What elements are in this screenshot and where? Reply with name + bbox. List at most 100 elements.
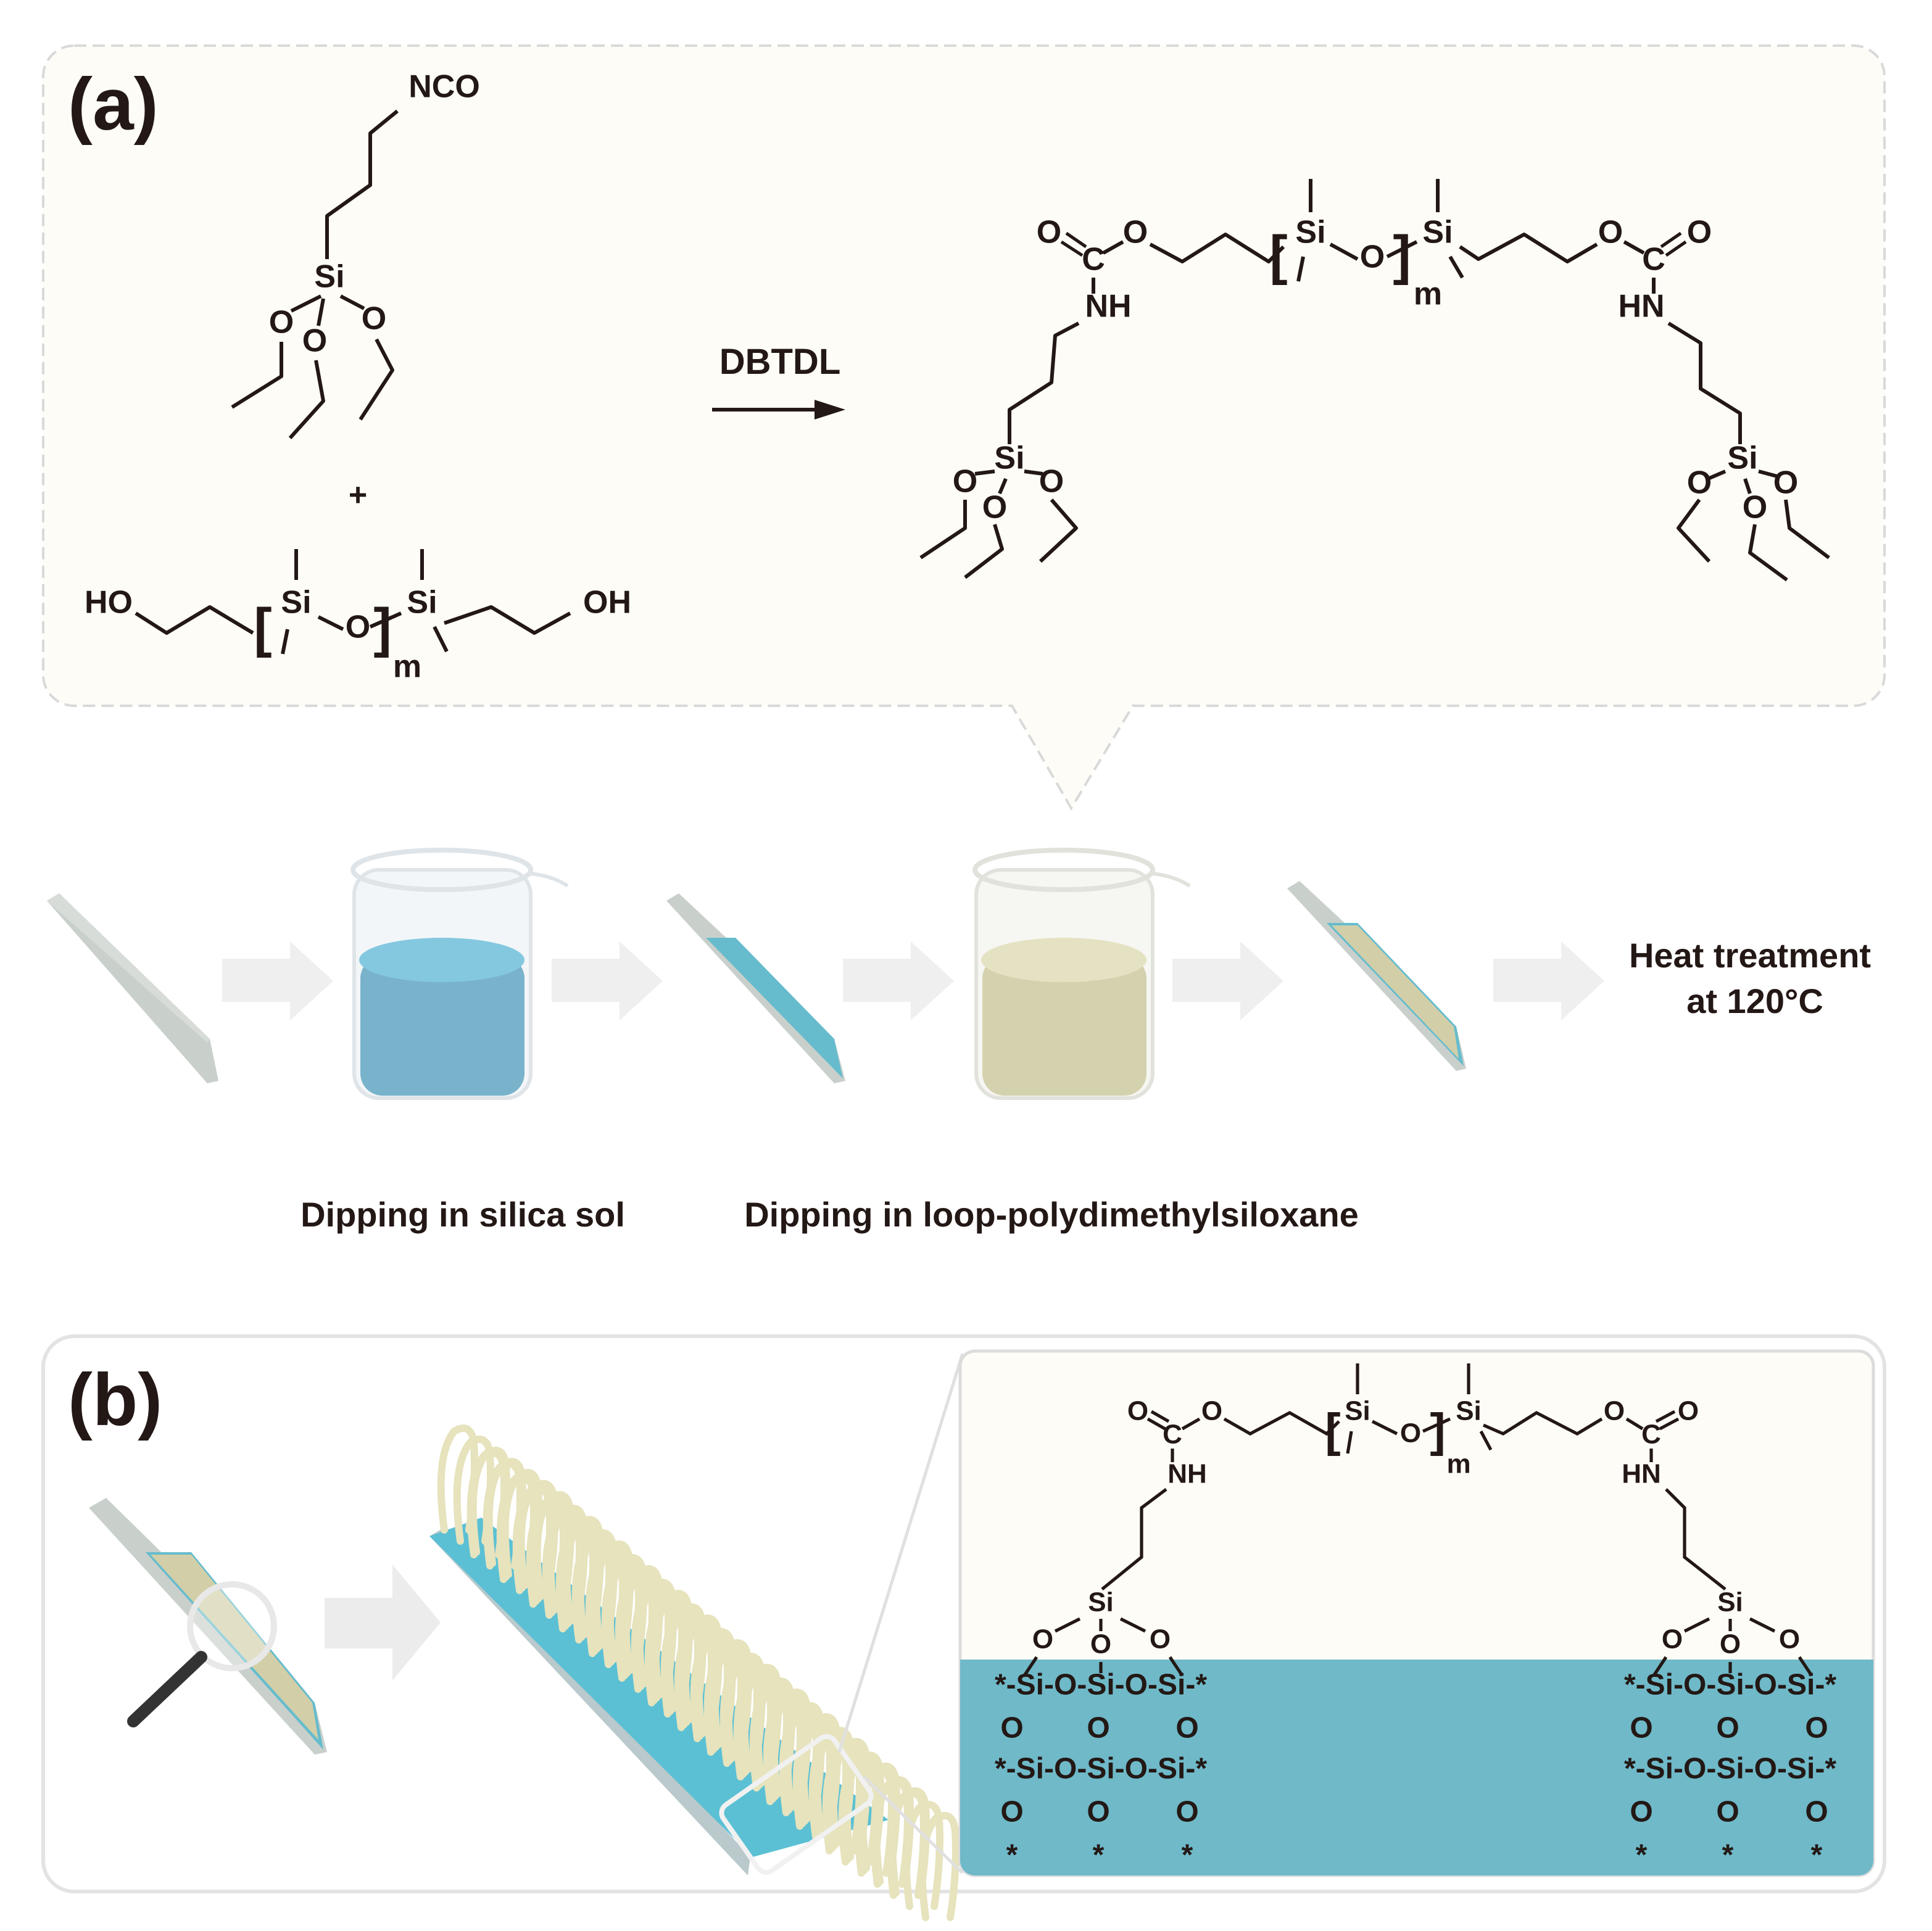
bond	[1054, 1617, 1081, 1633]
atom-label-o: O	[1150, 1624, 1171, 1655]
inset-molecule-bonds	[1101, 1363, 1727, 1591]
atom-label-o: O	[1662, 1624, 1683, 1655]
atom-label-o: O	[953, 464, 977, 500]
bond	[1749, 1617, 1776, 1633]
atom-label-o: O	[346, 610, 370, 645]
atom-label-o: O	[1805, 1712, 1828, 1745]
isocyanate-silane-structure	[231, 109, 399, 440]
atom-label-o: O	[1175, 1796, 1198, 1829]
magnifier-handle	[127, 1651, 207, 1727]
atom-label-m: m	[393, 649, 421, 685]
atom-label-o: O	[1630, 1796, 1652, 1829]
process-arrow	[843, 941, 954, 1020]
atom-label-o: O	[1773, 465, 1798, 501]
hydroxy-pdms-structure	[135, 549, 571, 655]
atom-label-o: O	[1687, 465, 1712, 501]
pdms-loop	[902, 1801, 943, 1910]
atom-label-o: O	[1720, 1629, 1741, 1660]
panel-a-label: (a)	[68, 63, 159, 146]
atom-label-star: *	[1093, 1839, 1105, 1872]
bond	[1022, 1656, 1039, 1677]
heat-temperature-label: at 120°C	[1686, 982, 1823, 1020]
atom-label-o: O	[1037, 215, 1061, 250]
atom-label-si: Si	[281, 585, 311, 621]
loop-brush-surface	[429, 1424, 960, 1921]
pdms-coated-slide	[1287, 881, 1466, 1071]
plus-sign: +	[349, 478, 367, 513]
beaker-pdms	[972, 848, 1191, 1100]
atom-label-c: C	[1641, 1420, 1661, 1450]
atom-label-o: O	[1087, 1796, 1109, 1829]
atom-label-o: O	[1201, 1396, 1222, 1426]
atom-label-o: O	[1032, 1624, 1053, 1655]
atom-label-lbr: [	[254, 597, 272, 658]
process-arrow	[1493, 941, 1604, 1020]
zoom-region	[719, 1734, 874, 1875]
reaction-arrow	[712, 400, 845, 420]
atom-label-o: O	[1000, 1796, 1023, 1829]
panel-b-label: (b)	[68, 1358, 162, 1441]
panel-a: (a)	[42, 44, 1886, 1234]
bond	[1168, 1656, 1184, 1677]
atom-label-si: Si	[1295, 215, 1325, 250]
panel-b: (b)	[41, 1334, 1886, 1921]
atom-label-o: O	[1598, 215, 1623, 250]
atom-label-o: O	[1743, 490, 1767, 526]
caption-loop-pdms: Dipping in loop-polydimethylsiloxane	[744, 1195, 1359, 1234]
atom-label-oh: OH	[583, 585, 631, 621]
atom-label-o: O	[1087, 1712, 1109, 1745]
atom-label-si: Si	[1422, 215, 1453, 250]
atom-label-o: O	[1687, 215, 1712, 250]
atom-label-star: *	[1006, 1839, 1018, 1872]
atom-label-m: m	[1414, 276, 1442, 312]
atom-label-o: O	[1805, 1796, 1828, 1829]
atom-label-hn: HN	[1622, 1459, 1661, 1489]
atom-label-si: Si	[994, 440, 1024, 476]
atom-label-o: O	[1360, 239, 1385, 275]
atom-label-o: O	[982, 490, 1007, 526]
atom-label-si: Si	[407, 585, 437, 621]
atom-label-c: C	[1642, 242, 1665, 278]
atom-label-star: *	[1811, 1839, 1823, 1872]
coated-slide-with-magnifier	[89, 1498, 327, 1755]
silica-coated-slide	[666, 893, 845, 1083]
atom-label-si: Si	[1345, 1396, 1370, 1426]
atom-label-o: O	[1604, 1396, 1625, 1426]
atom-label-o: O	[1400, 1418, 1421, 1449]
pdms-loop	[918, 1812, 960, 1921]
zoom-line	[837, 1353, 964, 1753]
bare-slide	[47, 893, 218, 1083]
atom-label-nh: NH	[1167, 1459, 1207, 1489]
product-structure	[919, 179, 1830, 582]
atom-label-nh: NH	[1085, 289, 1131, 325]
atom-label-star: *	[1182, 1839, 1193, 1872]
atom-label-si: Si	[314, 259, 344, 295]
atom-label-hn: HN	[1618, 289, 1664, 325]
atom-label-lbr: [	[1325, 1404, 1340, 1457]
atom-label-o: O	[1127, 1396, 1148, 1426]
atom-label-o: O	[1779, 1624, 1800, 1655]
atom-label-si: Si	[1717, 1587, 1743, 1618]
atom-label-o: O	[1123, 215, 1148, 250]
beaker-silica-sol	[350, 848, 569, 1100]
atom-label-rbr: ]	[1393, 224, 1411, 285]
silica-network-row: *-Si-O-Si-O-Si-*	[1624, 1753, 1836, 1785]
panel-a-callout-box	[42, 44, 1886, 811]
atom-label-si: Si	[1088, 1587, 1114, 1618]
process-arrow	[222, 941, 333, 1020]
atom-label-m: m	[1446, 1449, 1470, 1479]
atom-label-o: O	[1090, 1629, 1111, 1660]
arrow-b	[325, 1565, 441, 1681]
atom-label-o: O	[362, 301, 386, 337]
atom-label-rbr: ]	[373, 597, 391, 658]
atom-label-o: O	[269, 305, 294, 341]
atom-label-nco: NCO	[408, 69, 480, 105]
atom-label-o: O	[1678, 1396, 1699, 1426]
atom-label-o: O	[1175, 1712, 1198, 1745]
atom-label-lbr: [	[1269, 224, 1287, 285]
bond	[1119, 1617, 1146, 1633]
atom-label-o: O	[302, 323, 327, 359]
silica-network-row: *-Si-O-Si-O-Si-*	[995, 1753, 1207, 1785]
silica-substrate	[960, 1660, 1873, 1875]
